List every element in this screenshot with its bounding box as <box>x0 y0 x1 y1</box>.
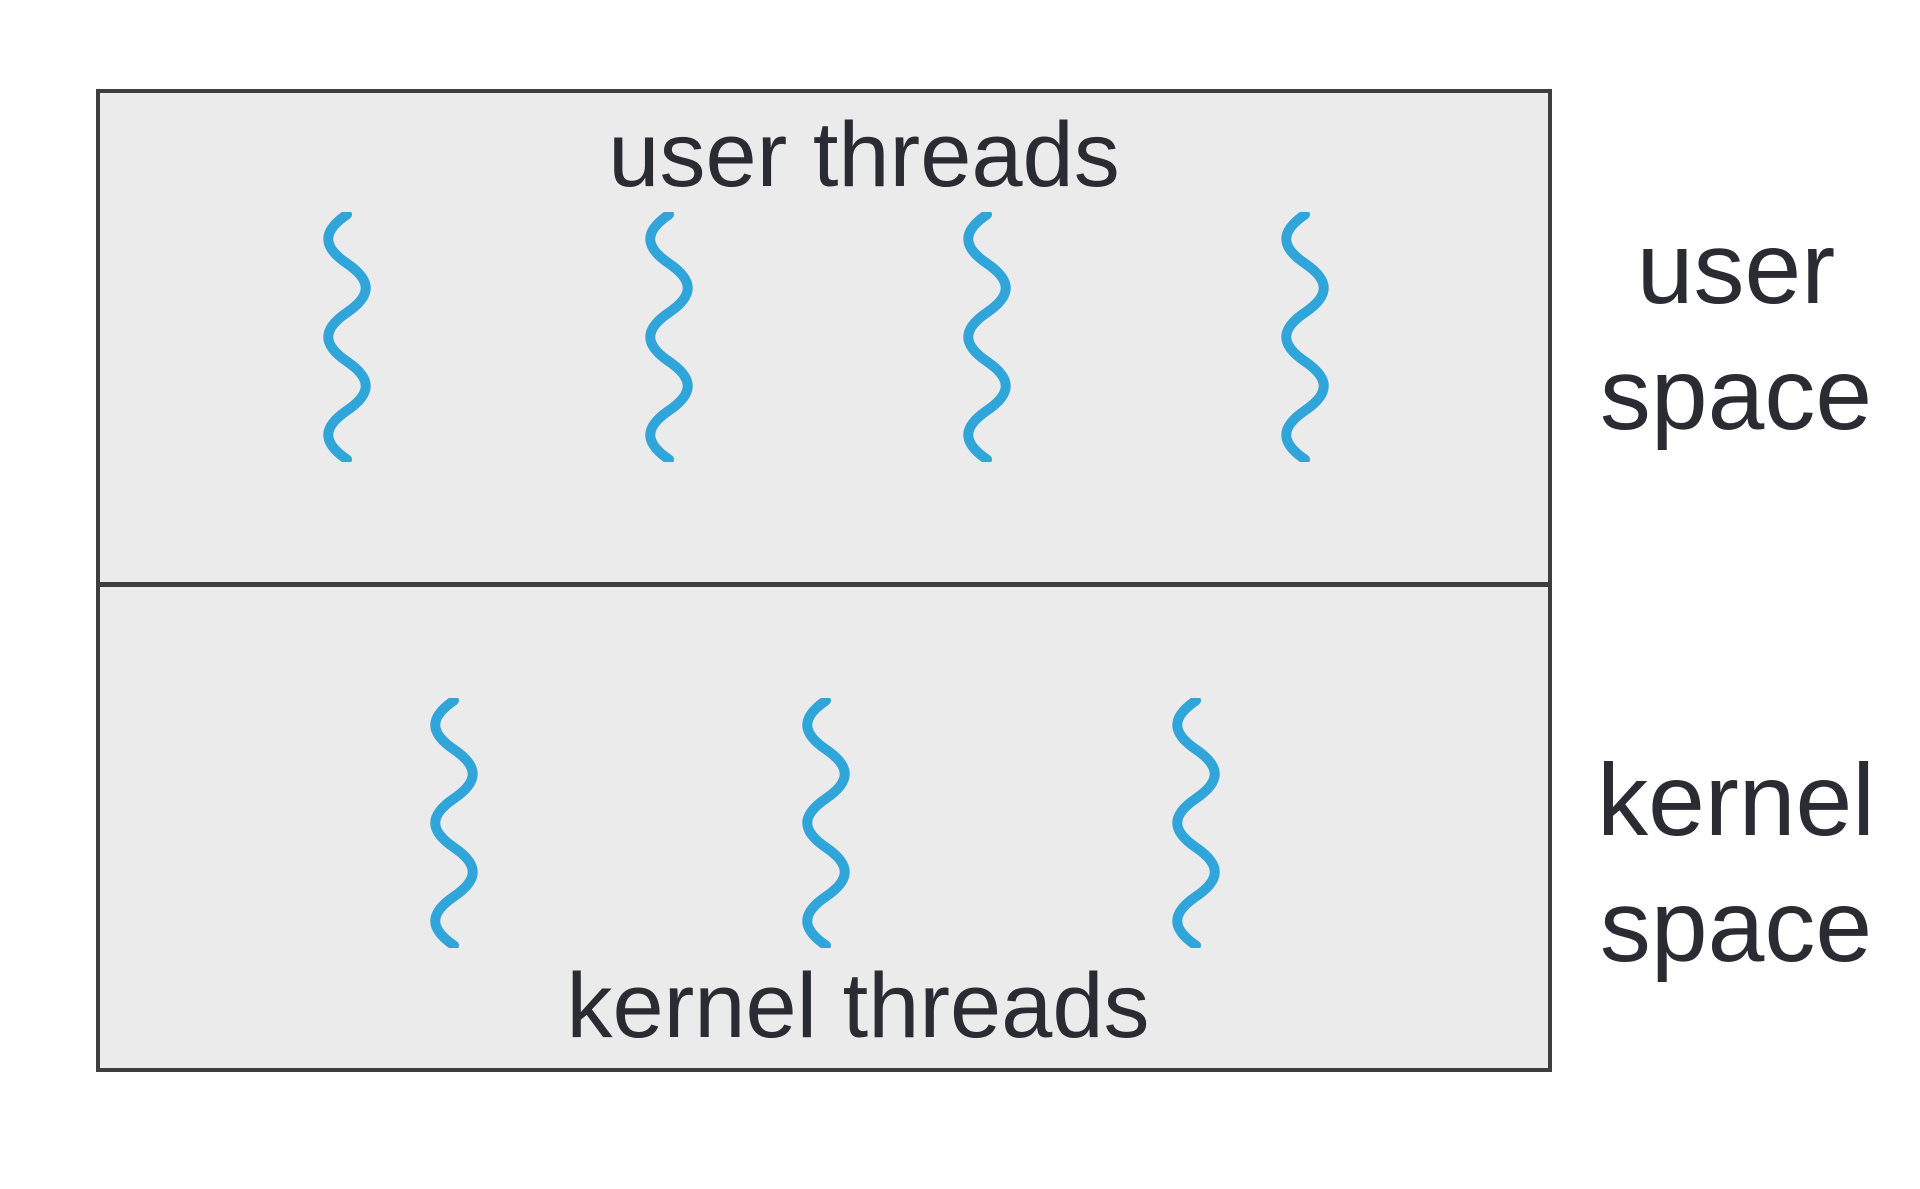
thread-squiggle-icon <box>430 698 478 948</box>
user-threads-title: user threads <box>608 104 1120 206</box>
kernel-threads-title: kernel threads <box>566 955 1150 1057</box>
thread-squiggle-icon <box>645 212 693 462</box>
thread-squiggle-icon <box>323 212 371 462</box>
user-space-label-line1: user <box>1636 211 1836 325</box>
thread-squiggle-icon <box>1281 212 1329 462</box>
thread-squiggle-icon <box>963 212 1011 462</box>
user-space-label-line2: space <box>1599 337 1873 451</box>
kernel-space-label-line1: kernel <box>1597 743 1875 857</box>
user-space-label: user space <box>1552 205 1920 457</box>
user-kernel-divider <box>100 582 1548 587</box>
thread-squiggle-icon <box>1172 698 1220 948</box>
threads-box: user threads kernel threads <box>96 89 1552 1072</box>
kernel-space-label: kernel space <box>1552 737 1920 989</box>
thread-squiggle-icon <box>802 698 850 948</box>
kernel-space-label-line2: space <box>1599 869 1873 983</box>
